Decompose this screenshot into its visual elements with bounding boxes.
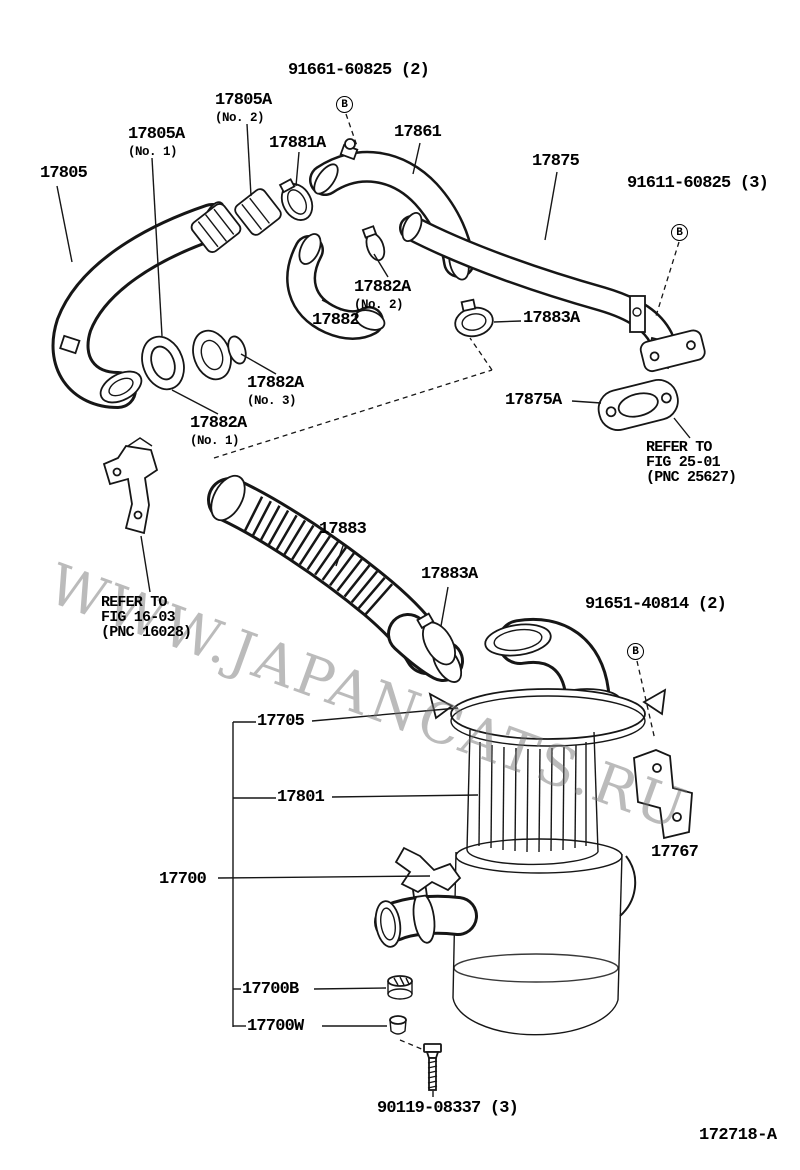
- part-label-17882a-no2: 17882A (No. 2): [354, 278, 411, 312]
- reference-fig-16-03: REFER TO FIG 16-03 (PNC 16028): [101, 594, 192, 641]
- reference-line: REFER TO: [101, 594, 167, 611]
- part-label-17883a-upper: 17883A: [523, 309, 580, 328]
- coupling-17805a-no2: [190, 188, 282, 253]
- part-label-91661-60825: 91661-60825 (2): [288, 61, 430, 80]
- part-variant: (No. 1): [190, 434, 240, 448]
- grommet-17700b: [387, 975, 413, 1000]
- reference-line: REFER TO: [646, 439, 712, 456]
- part-label-90119-08337: 90119-08337 (3): [377, 1099, 519, 1118]
- bolt-marker-b-right: B: [671, 224, 688, 241]
- clamp-17883a-lower: [416, 612, 456, 666]
- leader-lines: [56, 123, 691, 1097]
- bolt-marker-b-top: B: [336, 96, 353, 113]
- air-cleaner-assembly: [374, 617, 693, 1036]
- part-variant: (No. 1): [128, 145, 178, 159]
- part-label-17705: 17705: [257, 712, 305, 731]
- bolt-marker-b-mid: B: [627, 643, 644, 660]
- clamp-17881a: [278, 178, 314, 221]
- part-label-17875: 17875: [532, 152, 580, 171]
- part-label-17805: 17805: [40, 164, 88, 183]
- clamp-17882a-no2: [361, 225, 386, 262]
- part-variant: (No. 3): [247, 394, 297, 408]
- part-label-17700b: 17700B: [242, 980, 299, 999]
- part-label-91611-60825: 91611-60825 (3): [627, 174, 769, 193]
- part-label-17700: 17700: [159, 870, 207, 889]
- hose-17861: [309, 138, 475, 281]
- part-number: 17882A: [354, 278, 411, 297]
- part-label-17882a-no1: 17882A (No. 1): [190, 414, 247, 448]
- part-number: 17805A: [215, 91, 272, 110]
- reference-line: (PNC 16028): [101, 624, 192, 641]
- part-label-17700w: 17700W: [247, 1017, 304, 1036]
- clamp-17883a-upper: [454, 298, 494, 338]
- hose-17805: [51, 201, 231, 409]
- plug-17700w: [389, 1015, 407, 1035]
- gasket-17875a: [597, 379, 679, 431]
- part-label-17883a-lower: 17883A: [421, 565, 478, 584]
- part-number: 17882A: [247, 374, 304, 393]
- reference-line: FIG 16-03: [101, 609, 176, 626]
- pipe-17875: [399, 212, 706, 373]
- bracket-17767: [633, 749, 693, 840]
- part-label-17882: 17882: [312, 311, 360, 330]
- bolt-90119: [423, 1043, 442, 1091]
- figure-code: 172718-A: [699, 1126, 777, 1145]
- part-label-17861: 17861: [394, 123, 442, 142]
- reference-fig-25-01: REFER TO FIG 25-01 (PNC 25627): [646, 439, 737, 486]
- part-label-17805a-no1: 17805A (No. 1): [128, 125, 185, 159]
- part-variant: (No. 2): [354, 298, 404, 312]
- bracket-fig16-03: [102, 437, 159, 535]
- coupling-17805a-no1: [141, 329, 247, 391]
- part-label-17883: 17883: [319, 520, 367, 539]
- dashed-leader-lines: [213, 113, 680, 1051]
- reference-line: (PNC 25627): [646, 469, 737, 486]
- reference-line: FIG 25-01: [646, 454, 721, 471]
- part-number: 17882A: [190, 414, 247, 433]
- part-label-17801: 17801: [277, 788, 325, 807]
- hose-17882: [286, 233, 386, 340]
- part-label-17882a-no3: 17882A (No. 3): [247, 374, 304, 408]
- part-label-91651-40814: 91651-40814 (2): [585, 595, 727, 614]
- part-variant: (No. 2): [215, 111, 265, 125]
- clamp-17882a-no3: [227, 335, 247, 365]
- part-number: 17805A: [128, 125, 185, 144]
- part-label-17875a: 17875A: [505, 391, 562, 410]
- part-label-17767: 17767: [651, 843, 699, 862]
- part-label-17805a-no2: 17805A (No. 2): [215, 91, 272, 125]
- part-label-17881a: 17881A: [269, 134, 326, 153]
